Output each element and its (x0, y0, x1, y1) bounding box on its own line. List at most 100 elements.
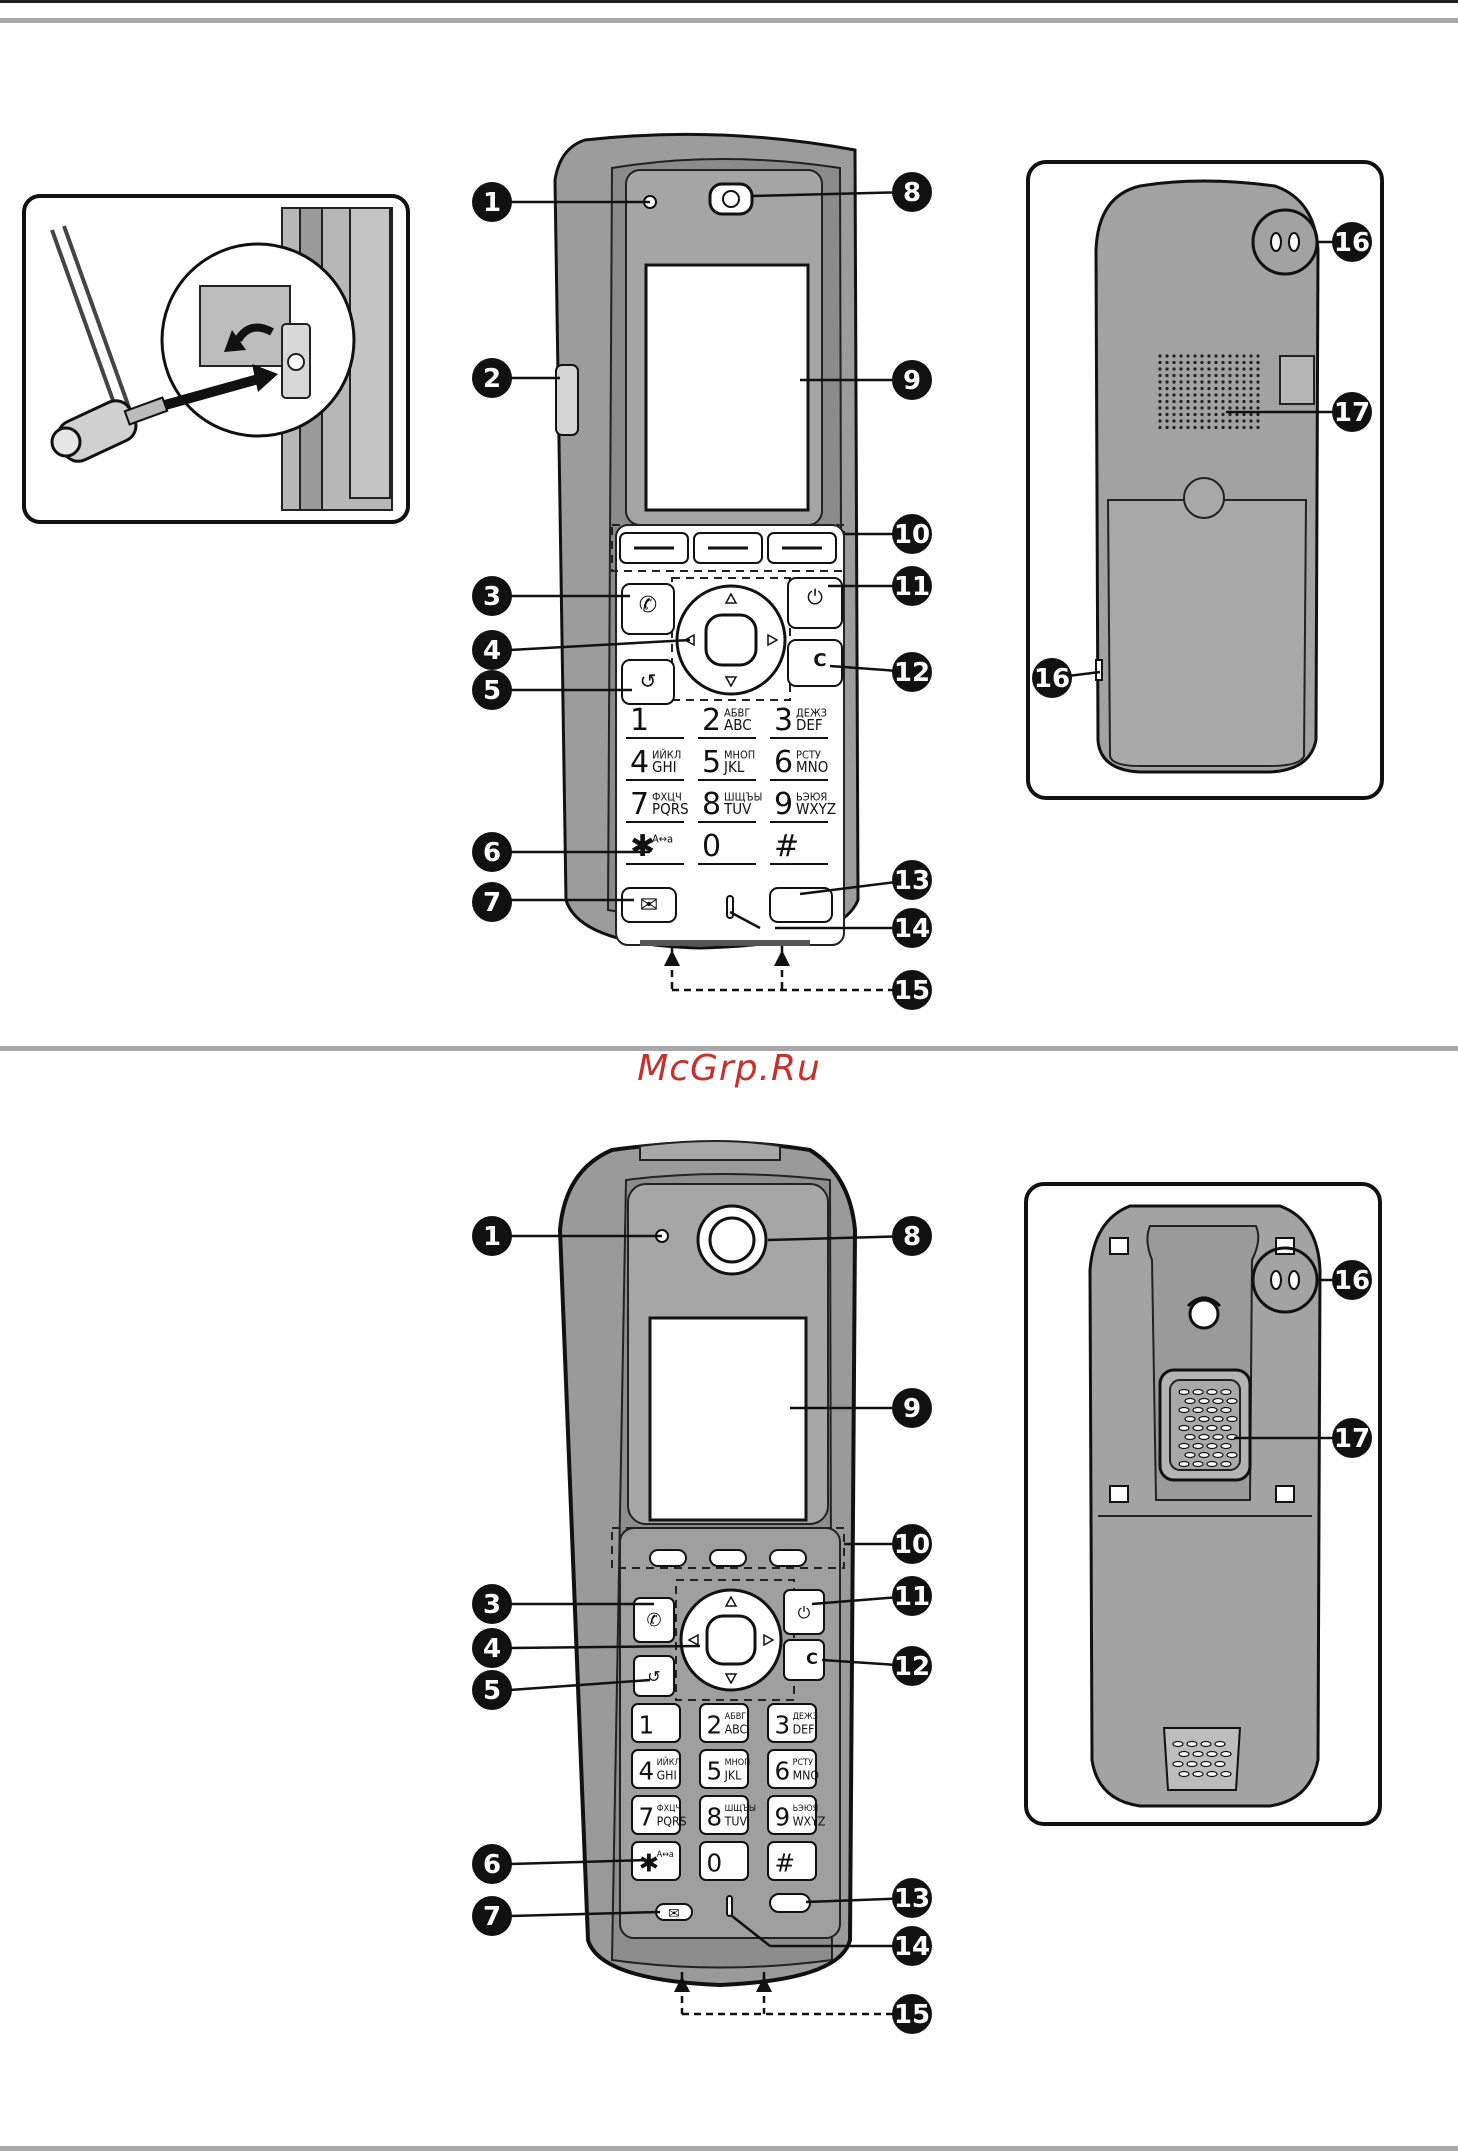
clear-key-label: C (813, 650, 826, 671)
grille-hole (1186, 393, 1190, 397)
grille-hole (1193, 386, 1197, 391)
grille-hole (1235, 367, 1239, 371)
callout-number: 15 (894, 976, 930, 1006)
dial-key: 0 (698, 829, 756, 865)
grille-hole (1235, 406, 1239, 410)
callout-badge (892, 970, 932, 1010)
grille-slot (1186, 1760, 1198, 1768)
grille-hole (1186, 373, 1190, 378)
dial-key-cyrillic: АБВГ (724, 706, 750, 719)
leader-line (509, 638, 691, 652)
grille-slot (1206, 1770, 1218, 1778)
leader-line (767, 1234, 913, 1242)
grille-hole (1165, 412, 1169, 417)
grille-hole (1179, 380, 1183, 384)
callout-15: 15 (892, 970, 932, 1010)
dial-key-latin: MNO (793, 1769, 820, 1783)
dial-key-digit: 5 (702, 745, 721, 780)
grille-hole (1256, 380, 1260, 384)
grille-slot (1212, 1433, 1224, 1441)
talk-speaker-key (633, 1597, 675, 1643)
dial-key-digit: 7 (639, 1803, 655, 1832)
callout-4: 4 (472, 630, 512, 670)
headset-jack-inset (22, 194, 410, 524)
dial-key-cap (631, 1703, 681, 1743)
grille-hole (1207, 412, 1211, 417)
grille-hole (1221, 373, 1225, 378)
grille-hole (1207, 380, 1211, 384)
callout-badge (892, 514, 932, 554)
callout-badge (892, 566, 932, 606)
callout-badge (472, 1844, 512, 1884)
display-screen (644, 263, 810, 512)
callout-badge (892, 1878, 932, 1918)
dial-key-latin: PQRS (652, 800, 689, 818)
dial-key: ✱A↔a (631, 1841, 681, 1881)
grille-hole (1179, 386, 1183, 391)
grille-hole (1242, 399, 1246, 404)
grille-slot (1178, 1442, 1190, 1450)
callout-badge (472, 670, 512, 710)
grille-hole (1200, 412, 1204, 417)
talk-speaker-key (621, 583, 675, 635)
grille-hole (1249, 360, 1253, 365)
grille-hole (1193, 354, 1197, 358)
grille-hole (1214, 360, 1218, 365)
callout-badge (1332, 222, 1372, 262)
callout-7: 7 (472, 1896, 512, 1936)
grille-slot (1198, 1433, 1210, 1441)
charge-contact-arrow (664, 950, 680, 966)
callout-9: 9 (892, 360, 932, 400)
dial-key-cap (699, 1841, 749, 1881)
callout-number: 12 (894, 658, 930, 688)
grille-slot (1212, 1397, 1224, 1405)
dial-key-latin: WXYZ (793, 1815, 826, 1829)
grille-hole (1200, 367, 1204, 371)
grille-hole (1249, 367, 1253, 371)
grille-slot (1206, 1750, 1218, 1758)
grille-slot (1226, 1415, 1238, 1423)
grille-hole (1207, 393, 1211, 397)
grille-hole (1256, 386, 1260, 391)
callout-number: 9 (903, 366, 921, 396)
grille-hole (1256, 412, 1260, 417)
grille-slot (1184, 1451, 1196, 1459)
grille-slot (1226, 1397, 1238, 1405)
callout-12: 12 (892, 1646, 932, 1686)
grille-hole (1165, 425, 1169, 430)
grille-hole (1256, 425, 1260, 430)
grille-slot (1192, 1424, 1204, 1432)
grille-hole (1158, 419, 1162, 423)
callout-number: 13 (894, 1884, 930, 1914)
grille-hole (1235, 419, 1239, 423)
leader-line (509, 1644, 701, 1650)
grille-slot (1206, 1424, 1218, 1432)
off-power-icon: ⏻ (798, 1603, 811, 1622)
grille-hole (1249, 393, 1253, 397)
dial-key-latin: GHI (657, 1769, 677, 1783)
dial-key-latin: GHI (652, 758, 677, 776)
dial-key-latin: ABC (724, 716, 752, 734)
grille-hole (1179, 360, 1183, 365)
callout-8: 8 (892, 172, 932, 212)
leader-line (509, 1910, 661, 1918)
intercom-key (769, 1893, 811, 1913)
callout-2: 2 (472, 358, 512, 398)
grille-hole (1214, 425, 1218, 430)
grille-slot (1206, 1442, 1218, 1450)
grille-hole (1200, 373, 1204, 378)
display-screen (648, 1316, 808, 1522)
grille-hole (1249, 425, 1253, 430)
dial-key-digit: 5 (707, 1757, 723, 1786)
off-power-key (783, 1589, 825, 1635)
grille-slot (1220, 1442, 1232, 1450)
redial-icon: ↺ (647, 1667, 660, 1686)
